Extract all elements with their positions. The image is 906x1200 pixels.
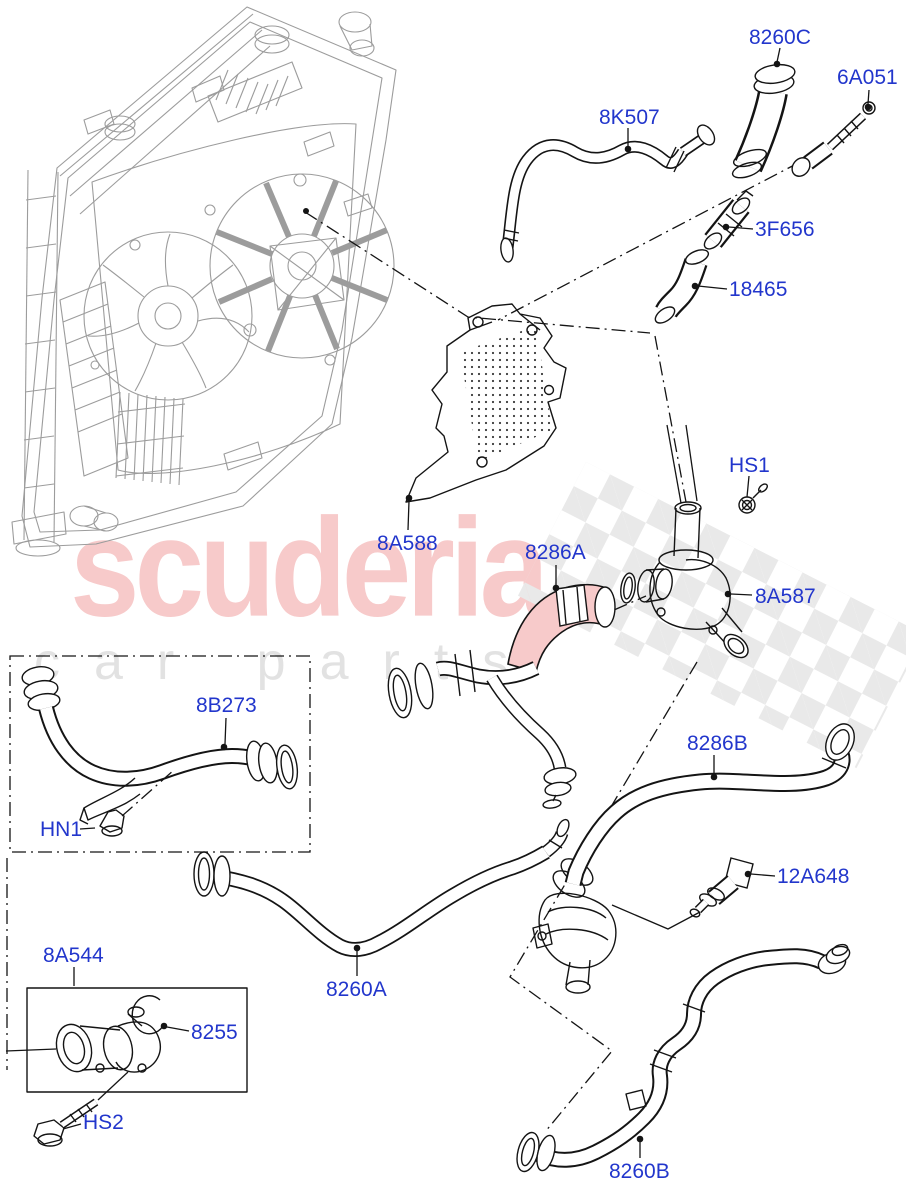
part-label-8a544: 8A544 <box>43 944 104 967</box>
joiner-3f656-drawing <box>703 190 754 250</box>
part-label-3f656: 3F656 <box>755 218 815 241</box>
part-label-8286b: 8286B <box>687 732 748 755</box>
part-label-hs2: HS2 <box>83 1111 124 1134</box>
part-label-18465: 18465 <box>729 278 788 301</box>
label-leader-lines <box>62 47 872 1158</box>
hose-8260b-drawing <box>516 943 851 1173</box>
part-label-8286a: 8286A <box>525 541 586 564</box>
watermark-brand-text: scuderia <box>70 490 549 646</box>
pipe-8260c-drawing <box>731 63 796 179</box>
sensor-12a648-drawing <box>611 857 754 930</box>
sensor-6a051-drawing <box>791 101 876 177</box>
valve-8a587-drawing <box>620 501 749 659</box>
hose-8b273-drawing <box>9 655 311 853</box>
radiator-fan-assembly-drawing <box>11 6 397 557</box>
part-label-8255: 8255 <box>191 1021 238 1044</box>
part-label-6a051: 6A051 <box>837 66 898 89</box>
part-label-hs1: HS1 <box>729 454 770 477</box>
part-label-hn1: HN1 <box>40 818 83 841</box>
hose-8k507-drawing <box>500 124 716 263</box>
water-outlet-assembly-drawing <box>532 858 617 994</box>
hose-8286b-drawing <box>564 723 855 887</box>
part-label-8k507: 8K507 <box>599 106 660 129</box>
part-label-8b273: 8B273 <box>196 694 257 717</box>
pump-8a544-drawing <box>5 858 248 1147</box>
part-label-8260b: 8260B <box>609 1160 670 1183</box>
part-label-8260a: 8260A <box>326 978 387 1001</box>
part-label-8a588: 8A588 <box>377 532 438 555</box>
bracket-8a588-drawing <box>405 303 567 503</box>
part-label-8260c: 8260C <box>749 26 811 49</box>
part-label-8a587: 8A587 <box>755 585 816 608</box>
hose-8286a-drawing <box>387 583 616 809</box>
elbow-18465-drawing <box>654 249 710 324</box>
hose-8260a-drawing <box>193 818 570 957</box>
part-label-12a648: 12A648 <box>777 865 850 888</box>
